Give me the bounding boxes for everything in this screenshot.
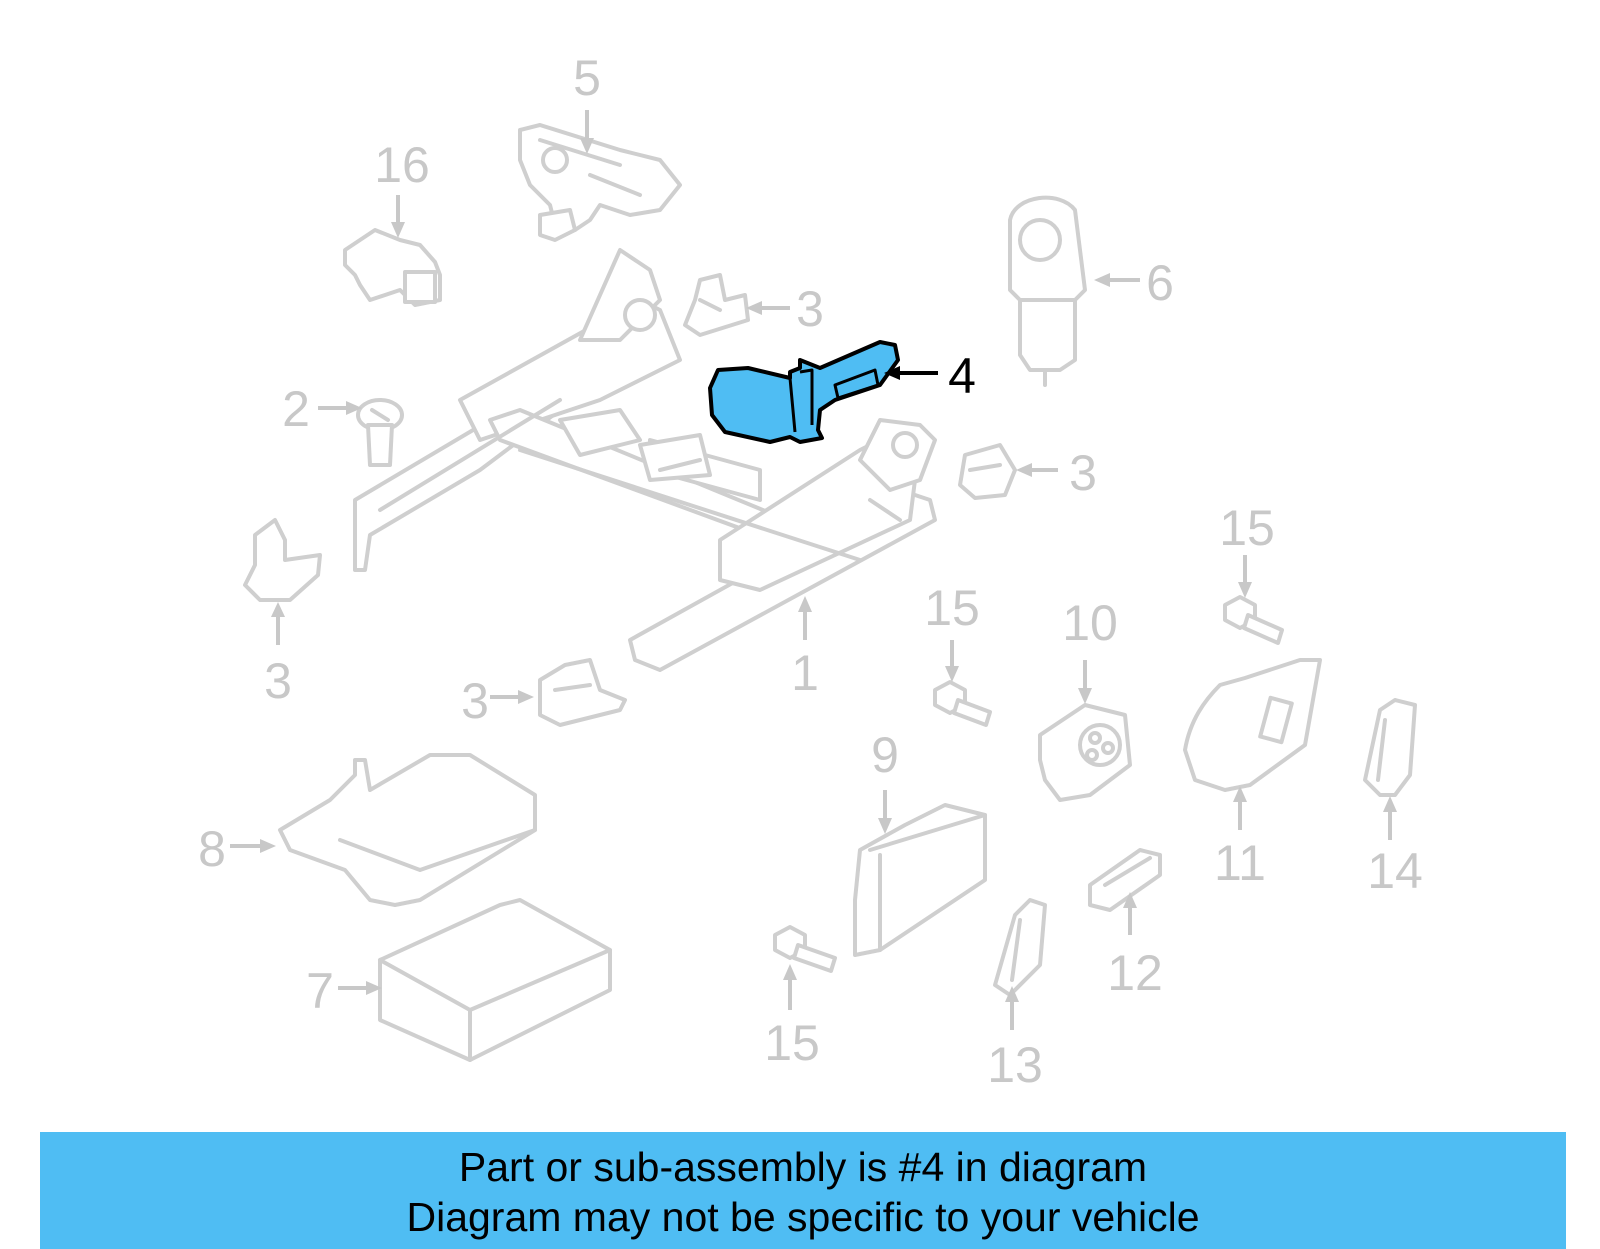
callout-1-label: 1 [791, 645, 819, 701]
callout-3-b-label: 3 [1069, 445, 1097, 501]
callout-15-a: 15 [924, 580, 980, 682]
part-6-motor [1008, 195, 1087, 387]
part-4-highlighted-bracket[interactable] [708, 340, 900, 444]
callout-10: 10 [1062, 595, 1118, 704]
callout-5-label: 5 [573, 50, 601, 106]
part-7-module [378, 898, 612, 1062]
callout-12: 12 [1107, 892, 1163, 1001]
callout-12-label: 12 [1107, 945, 1163, 1001]
callout-11: 11 [1214, 786, 1266, 891]
callout-16: 16 [374, 137, 430, 238]
callout-13-label: 13 [987, 1037, 1043, 1093]
part-13-knob [993, 898, 1047, 997]
callout-7: 7 [306, 963, 382, 1019]
part-3-bracket-b [958, 443, 1017, 500]
part-3-bracket-a [683, 273, 750, 337]
callout-10-label: 10 [1062, 595, 1118, 651]
callout-13: 13 [987, 986, 1043, 1093]
part-10-switch [1038, 703, 1132, 802]
callout-2-label: 2 [282, 381, 310, 437]
callout-8: 8 [198, 821, 276, 877]
callout-5: 5 [573, 50, 601, 154]
callout-1: 1 [791, 596, 819, 701]
part-9-control-unit [853, 803, 987, 957]
callout-15-b-label: 15 [1219, 500, 1275, 556]
callout-3-a: 3 [746, 281, 824, 337]
callout-7-label: 7 [306, 963, 334, 1019]
info-banner: Part or sub-assembly is #4 in diagram Di… [40, 1132, 1566, 1249]
banner-line-2: Diagram may not be specific to your vehi… [406, 1194, 1200, 1240]
part-12-knob [1088, 848, 1162, 912]
part-3-bracket-d [538, 658, 627, 727]
part-4-shape [708, 340, 900, 444]
callout-3-d: 3 [461, 673, 534, 729]
part-3-bracket-c [243, 518, 322, 602]
callout-4: 4 [884, 348, 976, 404]
callout-11-label: 11 [1214, 835, 1266, 891]
part-2-bolt [356, 398, 404, 467]
callout-6: 6 [1094, 255, 1174, 311]
callout-9-label: 9 [871, 727, 899, 783]
callout-15-c-label: 15 [764, 1015, 820, 1071]
callout-4-label: 4 [948, 348, 976, 404]
callout-6-label: 6 [1146, 255, 1174, 311]
callout-3-d-label: 3 [461, 673, 489, 729]
part-14-knob [1363, 698, 1417, 797]
callout-9: 9 [871, 727, 899, 834]
callout-14: 14 [1367, 796, 1423, 899]
part-5-adjuster [518, 123, 682, 242]
callout-8-label: 8 [198, 821, 226, 877]
callout-15-a-label: 15 [924, 580, 980, 636]
callout-14-label: 14 [1367, 843, 1423, 899]
callout-3-a-label: 3 [796, 281, 824, 337]
callout-15-b: 15 [1219, 500, 1275, 598]
callout-3-c: 3 [264, 602, 292, 709]
callout-15-c: 15 [764, 964, 820, 1071]
part-8-control-module [278, 753, 537, 907]
part-15-screw-b [1223, 595, 1284, 645]
callout-16-label: 16 [374, 137, 430, 193]
callout-2: 2 [282, 381, 362, 437]
callout-3-b: 3 [1016, 445, 1097, 501]
part-11-cover [1183, 658, 1322, 792]
callout-3-c-label: 3 [264, 653, 292, 709]
banner-line-1: Part or sub-assembly is #4 in diagram [458, 1144, 1148, 1190]
part-16-sensor [343, 228, 442, 307]
part-15-screw-a [933, 680, 992, 727]
part-15-screw-c [773, 925, 837, 973]
part-1-seat-frame [353, 248, 937, 672]
